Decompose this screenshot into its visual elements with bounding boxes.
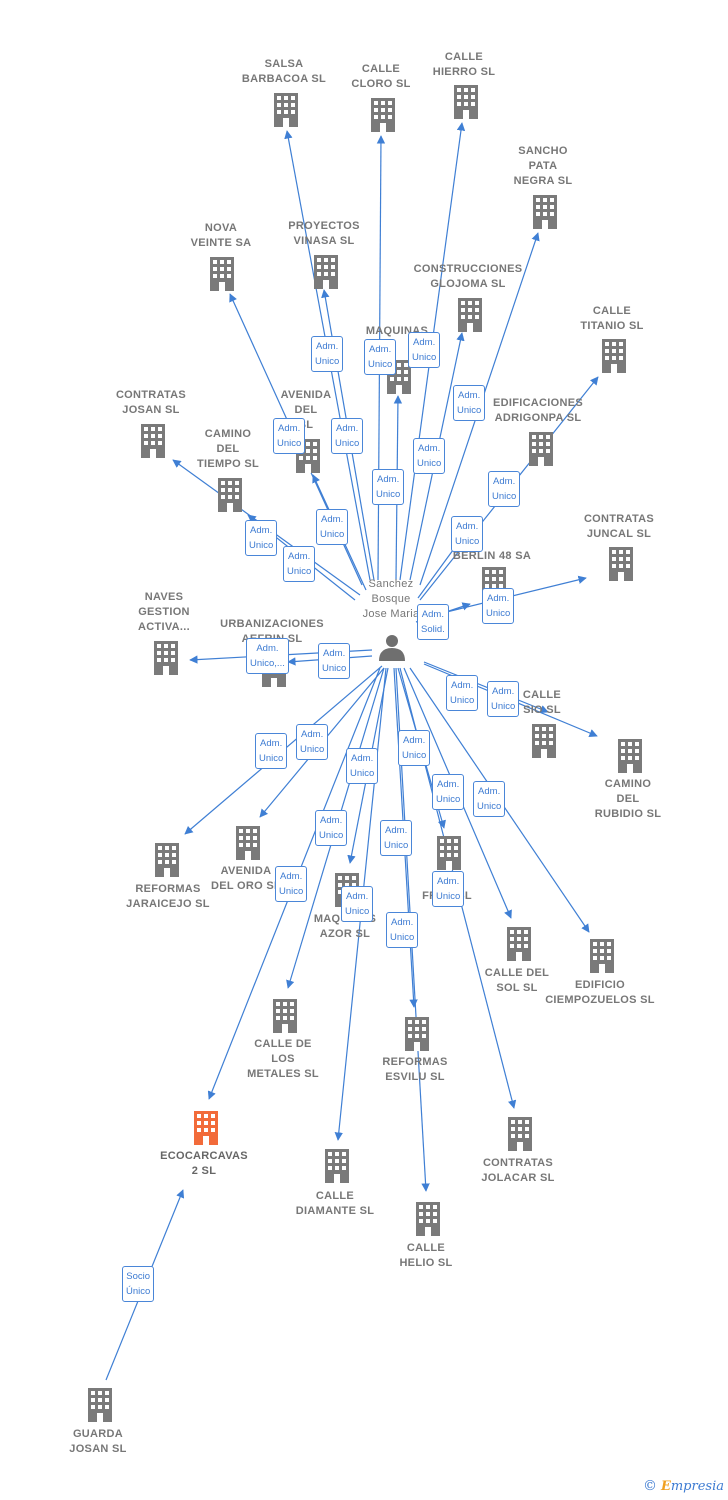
role-badge: Adm. Unico (453, 385, 486, 421)
building-icon[interactable] (218, 478, 242, 512)
role-badge: Adm. Unico (386, 912, 419, 948)
building-icon[interactable] (236, 826, 260, 860)
company-label-avoro[interactable]: AVENIDA DEL ORO SL (210, 865, 282, 892)
role-badge: Adm. Unico (296, 724, 329, 760)
company-label-cloro[interactable]: CALLE CLORO SL (351, 63, 411, 90)
building-icon[interactable] (508, 1117, 532, 1151)
building-icon[interactable] (533, 195, 557, 229)
company-label-adrigonpa[interactable]: EDIFICACIONES ADRIGONPA SL (492, 397, 584, 424)
building-icon[interactable] (405, 1017, 429, 1051)
empresia-logo[interactable]: ©Empresia (642, 1478, 724, 1494)
role-badge: Socio Único (122, 1266, 155, 1302)
company-label-naves[interactable]: NAVES GESTION ACTIVA... (138, 591, 190, 633)
company-label-salsa[interactable]: SALSA BARBACOA SL (241, 58, 327, 85)
company-label-jolacar[interactable]: CONTRATAS JOLACAR SL (481, 1157, 555, 1184)
role-badge: Adm. Unico (255, 733, 288, 769)
role-badge: Adm. Unico (488, 471, 521, 507)
role-badge: Adm. Unico (331, 418, 364, 454)
building-icon[interactable] (194, 1111, 218, 1145)
person-label[interactable]: Sanchez Bosque Jose Maria (362, 578, 420, 620)
building-icon[interactable] (437, 836, 461, 870)
building-icon[interactable] (314, 255, 338, 289)
company-label-juncal[interactable]: CONTRATAS JUNCAL SL (583, 513, 655, 540)
role-badge: Adm. Unico (451, 516, 484, 552)
role-badge: Adm. Unico (315, 810, 348, 846)
company-label-ciempoz[interactable]: EDIFICIO CIEMPOZUELOS SL (545, 979, 655, 1006)
role-badge: Adm. Unico (346, 748, 379, 784)
role-badge: Adm. Unico (341, 886, 374, 922)
company-label-ecocarcavas[interactable]: ECOCARCAVAS 2 SL (160, 1150, 248, 1177)
role-badge: Adm. Unico (273, 418, 306, 454)
building-icon[interactable] (141, 424, 165, 458)
building-icon[interactable] (274, 93, 298, 127)
building-icon[interactable] (609, 547, 633, 581)
role-badge: Adm. Unico (245, 520, 278, 556)
role-badge: Adm. Unico (311, 336, 344, 372)
building-icon[interactable] (590, 939, 614, 973)
company-label-maquinas[interactable]: MAQUINAS (365, 325, 429, 337)
company-label-camtiempo[interactable]: CAMINO DEL TIEMPO SL (197, 428, 259, 470)
building-icon[interactable] (602, 339, 626, 373)
role-badge: Adm. Unico (398, 730, 431, 766)
company-label-berlin[interactable]: BERLIN 48 SA (452, 550, 532, 562)
company-label-metales[interactable]: CALLE DE LOS METALES SL (247, 1038, 319, 1080)
role-badge: Adm. Unico,... (246, 638, 289, 674)
building-icon[interactable] (454, 85, 478, 119)
company-label-hierro[interactable]: CALLE HIERRO SL (432, 51, 496, 78)
role-badge: Adm. Unico (432, 871, 465, 907)
building-icon[interactable] (210, 257, 234, 291)
company-label-esvilu[interactable]: REFORMAS ESVILU SL (382, 1056, 448, 1083)
company-label-titanio[interactable]: CALLE TITANIO SL (580, 305, 644, 332)
company-label-rubidio[interactable]: CAMINO DEL RUBIDIO SL (594, 778, 662, 820)
role-badge: Adm. Unico (275, 866, 308, 902)
building-icon[interactable] (532, 724, 556, 758)
building-icon[interactable] (325, 1149, 349, 1183)
company-label-vinasa[interactable]: PROYECTOS VINASA SL (288, 220, 360, 247)
copyright-symbol: © (642, 1478, 657, 1494)
role-badge: Adm. Unico (316, 509, 349, 545)
company-label-contjosan[interactable]: CONTRATAS JOSAN SL (115, 389, 187, 416)
building-icon[interactable] (273, 999, 297, 1033)
role-badge: Adm. Unico (487, 681, 520, 717)
role-badge: Adm. Unico (380, 820, 413, 856)
role-badge: Adm. Unico (413, 438, 446, 474)
role-badge: Adm. Unico (446, 675, 479, 711)
building-icon[interactable] (155, 843, 179, 877)
role-badge: Adm. Unico (364, 339, 397, 375)
building-icon[interactable] (88, 1388, 112, 1422)
edge-callesio (423, 661, 549, 714)
role-badge: Adm. Unico (432, 774, 465, 810)
company-label-helio[interactable]: CALLE HELIO SL (399, 1242, 453, 1269)
building-icon[interactable] (507, 927, 531, 961)
company-label-diamante[interactable]: CALLE DIAMANTE SL (295, 1190, 375, 1217)
company-label-guarda[interactable]: GUARDA JOSAN SL (69, 1428, 127, 1455)
company-label-sol[interactable]: CALLE DEL SOL SL (484, 967, 550, 994)
role-badge: Adm. Solid. (417, 604, 449, 640)
building-icon[interactable] (371, 98, 395, 132)
role-badge: Adm. Unico (318, 643, 351, 679)
role-badge: Adm. Unico (408, 332, 441, 368)
role-badge: Adm. Unico (283, 546, 316, 582)
company-label-jaraicejo[interactable]: REFORMAS JARAICEJO SL (126, 883, 210, 910)
role-badge: Adm. Unico (482, 588, 515, 624)
person-icon[interactable] (379, 635, 405, 661)
role-badge: Adm. Unico (372, 469, 405, 505)
company-label-callesio[interactable]: CALLE SIO SL (522, 689, 562, 716)
building-icon[interactable] (529, 432, 553, 466)
company-label-nova[interactable]: NOVA VEINTE SA (190, 222, 252, 249)
company-label-glojoma[interactable]: CONSTRUCCIONES GLOJOMA SL (413, 263, 523, 290)
building-icon[interactable] (416, 1202, 440, 1236)
building-icon[interactable] (154, 641, 178, 675)
role-badge: Adm. Unico (473, 781, 506, 817)
building-icon[interactable] (618, 739, 642, 773)
company-label-sancho[interactable]: SANCHO PATA NEGRA SL (513, 145, 573, 187)
